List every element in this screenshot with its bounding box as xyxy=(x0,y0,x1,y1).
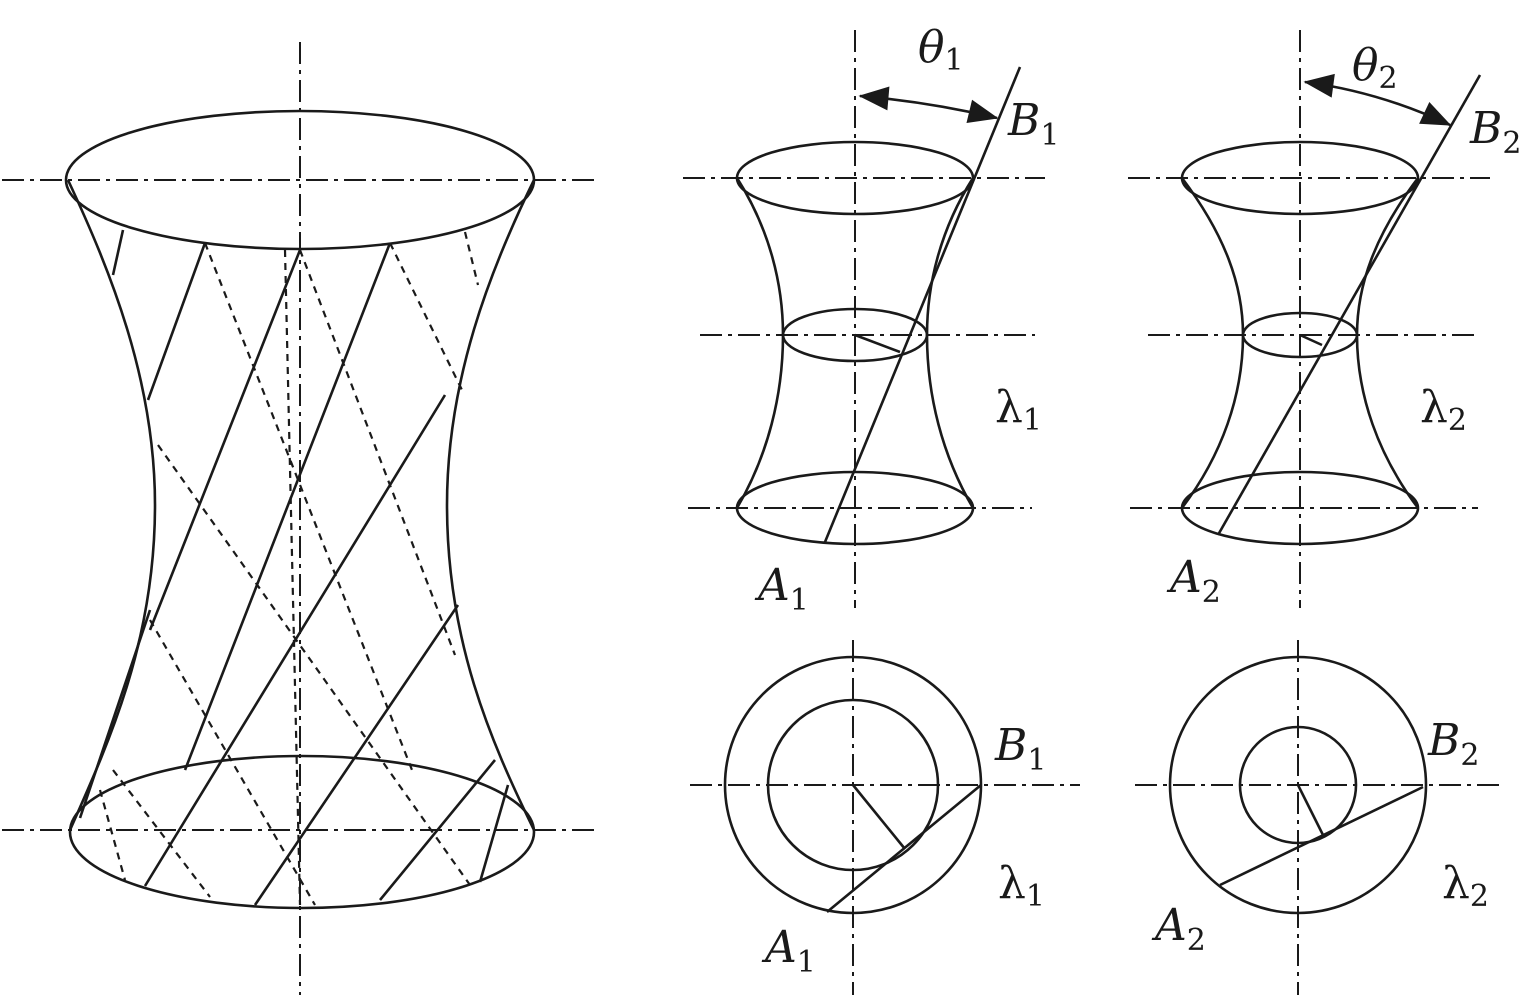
label-lambda2-bottom: λ2 xyxy=(1442,858,1489,914)
p2-inner-circle xyxy=(1238,725,1358,845)
h1-right-silhouette xyxy=(925,177,975,509)
p1-radius xyxy=(851,784,907,850)
label-lambda2-top: λ2 xyxy=(1420,382,1467,438)
label-B2-top: B2 xyxy=(1469,103,1521,161)
h2-right-silhouette xyxy=(1355,177,1420,509)
hyperboloid-2-front xyxy=(1128,30,1490,608)
h1-waist-radius xyxy=(854,333,901,354)
p2-radius xyxy=(1296,784,1325,836)
h1-left-silhouette xyxy=(735,177,785,509)
label-A2-top: A2 xyxy=(1166,552,1221,610)
label-theta1: θ1 xyxy=(918,22,964,78)
label-B2-bottom: B2 xyxy=(1427,715,1479,773)
hyperboloid-1-plan xyxy=(690,640,1080,995)
label-B1-top: B1 xyxy=(1007,95,1059,153)
label-A1-top: A1 xyxy=(754,560,809,618)
label-lambda1-bottom: λ1 xyxy=(998,858,1045,914)
p2-chord-A2-B2 xyxy=(1219,785,1424,887)
large-hidden-generators xyxy=(98,231,480,906)
h2-generator-line xyxy=(1216,74,1482,536)
large-left-silhouette xyxy=(66,179,157,831)
large-bottom-ellipse xyxy=(68,754,536,910)
p2-outer-circle xyxy=(1168,655,1428,915)
theta2-arc xyxy=(1303,73,1452,127)
hyperboloid-2-plan xyxy=(1135,640,1500,995)
p1-inner-circle xyxy=(766,698,940,872)
theta1-arc xyxy=(858,86,999,124)
label-theta2: θ2 xyxy=(1352,40,1398,96)
large-right-silhouette xyxy=(445,179,536,831)
label-A1-bottom: A1 xyxy=(761,922,816,980)
h1-generator-line xyxy=(823,66,1022,543)
large-hyperboloid xyxy=(2,42,600,995)
labels: θ1 θ2 B1 B2 λ1 λ2 A1 A2 B1 B2 λ1 λ2 A1 A… xyxy=(754,22,1521,980)
h2-left-silhouette xyxy=(1180,177,1245,509)
label-lambda1-top: λ1 xyxy=(995,382,1042,438)
label-B1-bottom: B1 xyxy=(994,720,1046,778)
label-A2-bottom: A2 xyxy=(1151,900,1206,958)
hyperboloid-1-front xyxy=(683,30,1045,608)
large-visible-generators xyxy=(78,229,510,906)
h2-waist-radius xyxy=(1299,333,1323,347)
